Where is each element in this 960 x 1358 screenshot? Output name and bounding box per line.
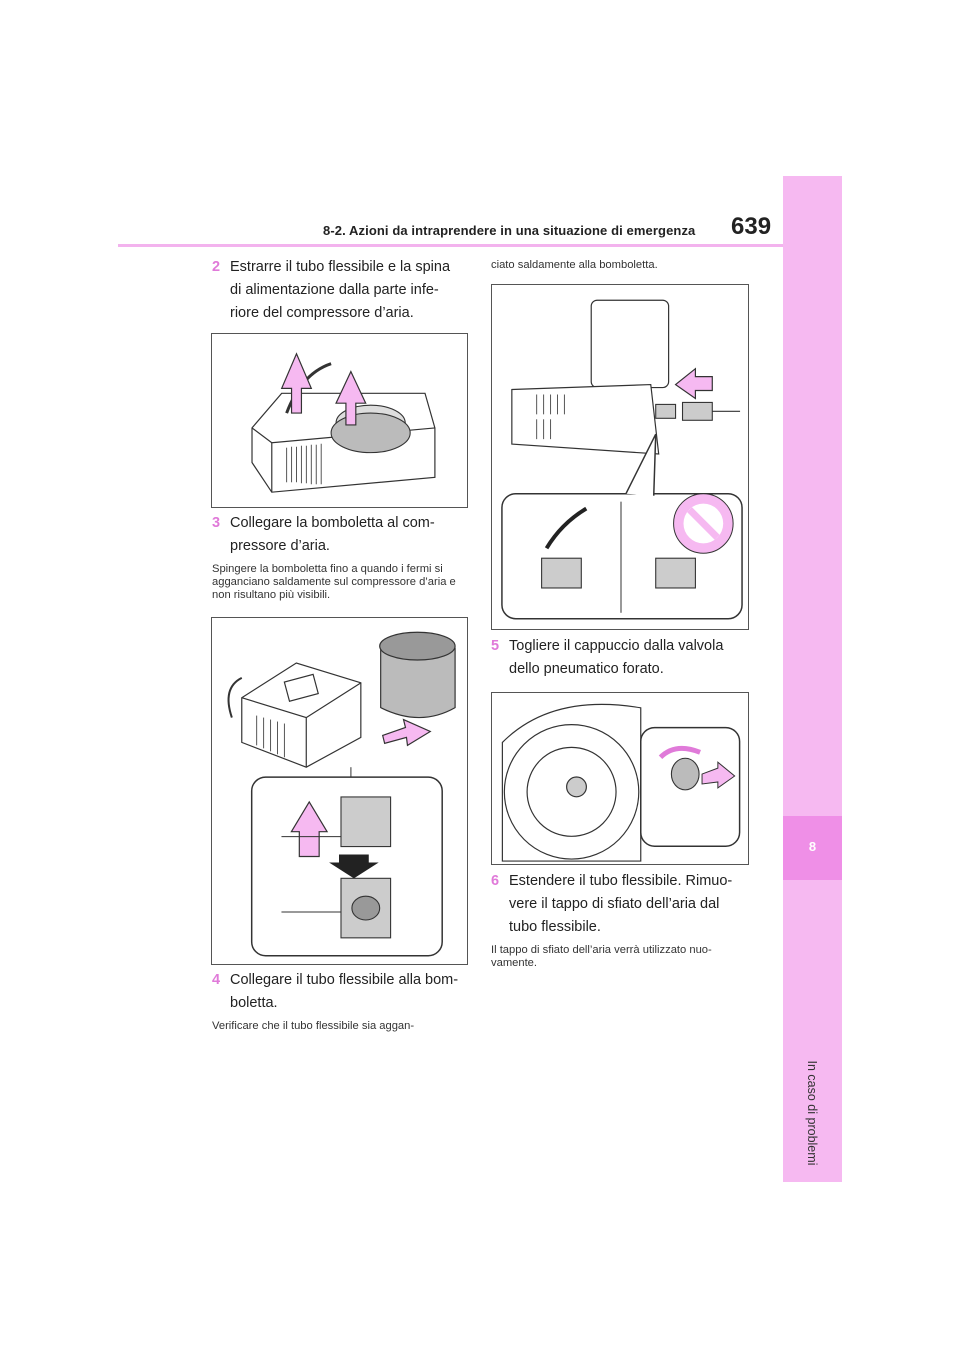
arrow-right-icon xyxy=(381,718,432,747)
step-text: Estrarre il tubo flessibile e la spina d… xyxy=(230,259,451,321)
figure-tire-valve xyxy=(491,692,749,865)
step-text: Togliere il cappuccio dalla valvola dell… xyxy=(509,638,724,677)
page-number: 639 xyxy=(731,213,772,240)
step-number: 3 xyxy=(212,515,221,531)
arrow-left-icon xyxy=(674,367,713,400)
step-5: 5 Togliere il cappuccio dalla valvola de… xyxy=(491,635,751,681)
step-text: Collegare il tubo flessibile alla bom-bo… xyxy=(230,972,459,1011)
step-4-note-continued: ciato saldamente alla bomboletta. xyxy=(491,259,658,271)
figure-compressor-hoses xyxy=(211,333,468,508)
section-title: 8-2. Azioni da intraprendere in una situ… xyxy=(323,223,696,238)
step-number: 6 xyxy=(491,873,500,889)
chapter-title: In caso di problemi xyxy=(805,1060,819,1166)
prohibited-icon xyxy=(673,493,734,554)
chapter-number: 8 xyxy=(808,839,817,854)
step-4-note: Verificare che il tubo flessibile sia ag… xyxy=(212,1020,415,1032)
chapter-sidebar: 8 In caso di problemi xyxy=(783,176,842,1182)
step-number: 2 xyxy=(212,259,221,275)
figure-bottle-attach xyxy=(211,617,468,965)
step-4: 4 Collegare il tubo flessibile alla bom-… xyxy=(212,969,462,1015)
step-6: 6 Estendere il tubo flessibile. Rimuo-ve… xyxy=(491,870,751,939)
figure-hose-connect xyxy=(491,284,749,630)
chapter-tab xyxy=(783,816,842,880)
step-3: 3 Collegare la bomboletta al com-pressor… xyxy=(212,512,462,558)
step-3-note: Spingere la bomboletta fino a quando i f… xyxy=(212,563,456,601)
step-2: 2 Estrarre il tubo flessibile e la spina… xyxy=(212,256,462,325)
header-rule xyxy=(118,244,783,247)
step-text: Estendere il tubo flessibile. Rimuo-vere… xyxy=(509,873,733,935)
step-6-note: Il tappo di sfiato dell’aria verrà utili… xyxy=(491,944,712,969)
arrow-up-icon xyxy=(280,352,367,426)
arrow-down-icon xyxy=(329,854,379,879)
step-text: Collegare la bomboletta al com-pressore … xyxy=(230,515,435,554)
step-number: 4 xyxy=(212,972,221,988)
step-number: 5 xyxy=(491,638,500,654)
arrow-up-icon xyxy=(290,800,329,858)
arrow-right-icon xyxy=(701,761,736,789)
